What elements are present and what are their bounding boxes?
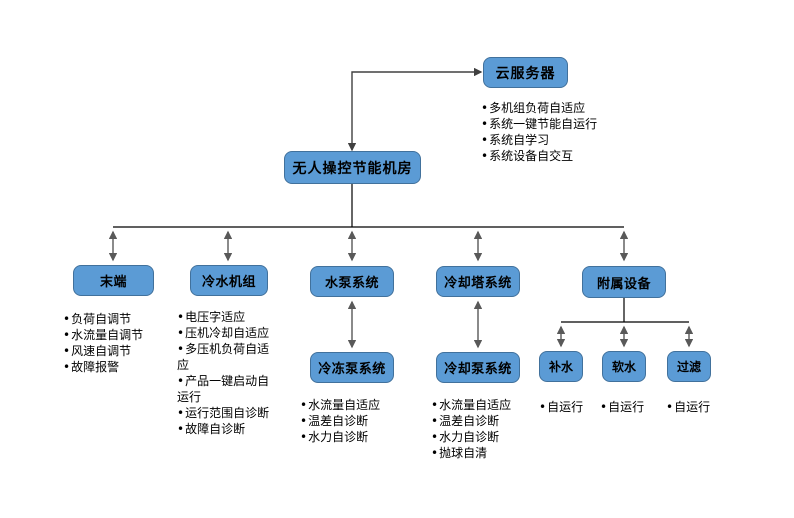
node-root-machine-room: 无人操控节能机房 [284, 151, 421, 184]
feature-item: 系统一键节能自运行 [481, 116, 611, 132]
feature-list-chilled-pump: 水流量自适应 温差自诊断 水力自诊断 [300, 397, 412, 445]
feature-item: 多压机负荷自适应 [177, 341, 279, 373]
node-filter: 过滤 [667, 351, 711, 382]
feature-item: 产品一键启动自运行 [177, 373, 279, 405]
feature-item: 温差自诊断 [431, 413, 543, 429]
node-auxiliary-equipment: 附属设备 [582, 266, 666, 298]
feature-item: 电压字适应 [177, 309, 279, 325]
feature-list-cloud: 多机组负荷自适应 系统一键节能自运行 系统自学习 系统设备自交互 [481, 100, 611, 164]
feature-list-soft-water: 自运行 [600, 399, 656, 415]
feature-list-chiller: 电压字适应 压机冷却自适应 多压机负荷自适应 产品一键启动自运行 运行范围自诊断… [177, 309, 279, 437]
feature-item: 负荷自调节 [63, 311, 175, 327]
feature-item: 自运行 [666, 399, 722, 415]
feature-list-water-replenish: 自运行 [539, 399, 595, 415]
feature-item: 运行范围自诊断 [177, 405, 279, 421]
node-soft-water: 软水 [602, 351, 646, 382]
node-cloud-server: 云服务器 [483, 57, 568, 88]
node-terminal: 末端 [73, 265, 154, 296]
feature-list-cooling-pump: 水流量自适应 温差自诊断 水力自诊断 抛球自清 [431, 397, 543, 461]
feature-list-terminal: 负荷自调节 水流量自调节 风速自调节 故障报警 [63, 311, 175, 375]
node-water-replenish: 补水 [539, 351, 583, 382]
feature-item: 风速自调节 [63, 343, 175, 359]
feature-list-filter: 自运行 [666, 399, 722, 415]
feature-item: 故障自诊断 [177, 421, 279, 437]
feature-item: 水力自诊断 [300, 429, 412, 445]
feature-item: 水力自诊断 [431, 429, 543, 445]
feature-item: 抛球自清 [431, 445, 543, 461]
feature-item: 水流量自调节 [63, 327, 175, 343]
feature-item: 自运行 [539, 399, 595, 415]
feature-item: 系统自学习 [481, 132, 611, 148]
node-cooling-pump-system: 冷却泵系统 [436, 352, 520, 383]
node-pump-system: 水泵系统 [310, 266, 394, 297]
feature-item: 温差自诊断 [300, 413, 412, 429]
node-cooling-tower-system: 冷却塔系统 [436, 266, 520, 297]
feature-item: 多机组负荷自适应 [481, 100, 611, 116]
feature-item: 自运行 [600, 399, 656, 415]
node-chiller-unit: 冷水机组 [190, 265, 268, 296]
feature-item: 故障报警 [63, 359, 175, 375]
feature-item: 压机冷却自适应 [177, 325, 279, 341]
feature-item: 系统设备自交互 [481, 148, 611, 164]
node-chilled-pump-system: 冷冻泵系统 [310, 352, 394, 383]
connector-root-cloud [347, 67, 483, 152]
feature-item: 水流量自适应 [300, 397, 412, 413]
feature-item: 水流量自适应 [431, 397, 543, 413]
